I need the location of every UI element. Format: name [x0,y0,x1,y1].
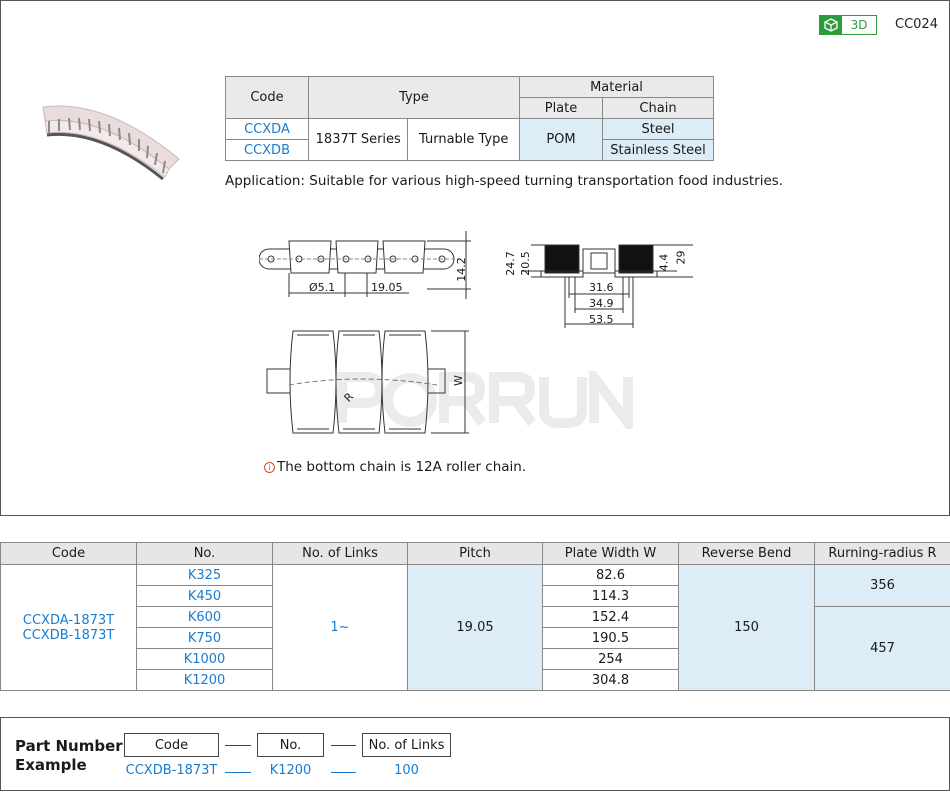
box-no: No. [257,733,324,757]
code-ccxdb[interactable]: CCXDB [225,139,309,161]
value-code: CCXDB-1873T [125,763,218,778]
col-code: Code [0,542,137,565]
divider [225,745,251,746]
radius-cell-b: 457 [814,606,950,691]
top-view-drawing [266,330,469,434]
width-cell: 304.8 [542,669,679,691]
no-k1200[interactable]: K1200 [136,669,273,691]
col-radius: Rurning-radius R [814,542,950,565]
divider [331,745,356,746]
box-links: No. of Links [362,733,451,757]
dim-hole: Ø5.1 [309,281,336,294]
box-code: Code [124,733,219,757]
width-cell: 190.5 [542,627,679,649]
end-view-drawing [521,244,693,328]
part-number-panel: Part Number Example Code No. No. of Link… [0,717,950,791]
table-row: CCXDA-1873T CCXDB-1873T K325 1~ 19.05 82… [0,564,950,691]
spec-header-row: Code No. No. of Links Pitch Plate Width … [0,542,950,565]
info-icon: i [264,461,275,473]
dim-31-6: 31.6 [589,281,614,294]
type-cell: Turnable Type [407,118,520,161]
series-cell: 1837T Series [307,118,409,161]
side-view-drawing [259,231,471,299]
title-line-2: Example [15,756,87,774]
col-width: Plate Width W [542,542,679,565]
divider [331,772,356,773]
dim-pitch: 19.05 [371,281,403,294]
table-row: K450 114.3 [1,585,950,607]
col-pitch: Pitch [407,542,543,565]
header-code: Code [225,76,309,119]
watermark-logo [337,371,633,429]
code-ccxda[interactable]: CCXDA [225,118,309,140]
header-chain: Chain [602,97,714,119]
dim-height: 14.2 [454,257,468,282]
title-line-1: Part Number [15,737,123,755]
dim-34-9: 34.9 [589,297,614,310]
header-material: Material [519,76,714,98]
chain-steel: Steel [602,118,714,140]
plate-cell: POM [519,118,603,161]
width-cell: 152.4 [542,606,679,628]
links-cell[interactable]: 1~ [272,564,408,691]
no-k325[interactable]: K325 [136,564,273,586]
dim-29: 29 [674,250,688,265]
value-links: 100 [394,763,419,778]
product-photo [42,105,180,181]
header-plate: Plate [519,97,603,119]
width-cell: 82.6 [542,564,679,586]
dim-4-4: 4.4 [657,253,671,272]
table-row: K750 190.5 [1,627,950,649]
product-code: CC024 [895,17,938,32]
no-k600[interactable]: K600 [136,606,273,628]
no-k450[interactable]: K450 [136,585,273,607]
3d-badge[interactable]: 3D [819,15,877,35]
part-number-title: Part Number Example [15,737,123,775]
table-row: K1000 254 [1,648,950,670]
chain-stainless: Stainless Steel [602,139,714,161]
reverse-bend-cell: 150 [678,564,815,691]
value-no: K1200 [269,763,312,778]
code-line-b[interactable]: CCXDB-1873T [22,627,115,643]
material-table: Code Type Material Plate Chain CCXDA 183… [225,76,714,161]
code-cell[interactable]: CCXDA-1873T CCXDB-1873T [0,564,137,691]
cube-icon [820,16,842,34]
dim-53-5: 53.5 [589,313,614,326]
table-row: K1200 304.8 [1,669,950,691]
spec-table: Code No. No. of Links Pitch Plate Width … [0,542,950,691]
product-panel: 3D CC024 Code Type Material Plate [0,0,950,516]
radius-cell-a: 356 [814,564,950,607]
no-k750[interactable]: K750 [136,627,273,649]
application-text: Application: Suitable for various high-s… [225,173,784,189]
col-links: No. of Links [272,542,408,565]
width-cell: 254 [542,648,679,670]
pitch-cell: 19.05 [407,564,543,691]
3d-label: 3D [850,18,868,32]
spec-section: Code No. No. of Links Pitch Plate Width … [0,542,950,692]
note: i The bottom chain is 12A roller chain. [264,459,526,475]
divider [225,772,251,773]
width-cell: 114.3 [542,585,679,607]
col-reverse-bend: Reverse Bend [678,542,815,565]
dim-24-7: 24.7 [503,251,517,276]
code-line-a[interactable]: CCXDA-1873T [22,612,115,628]
no-k1000[interactable]: K1000 [136,648,273,670]
col-no: No. [136,542,273,565]
note-text: The bottom chain is 12A roller chain. [277,459,527,475]
header-type: Type [308,76,520,119]
dim-20-5: 20.5 [518,251,532,276]
